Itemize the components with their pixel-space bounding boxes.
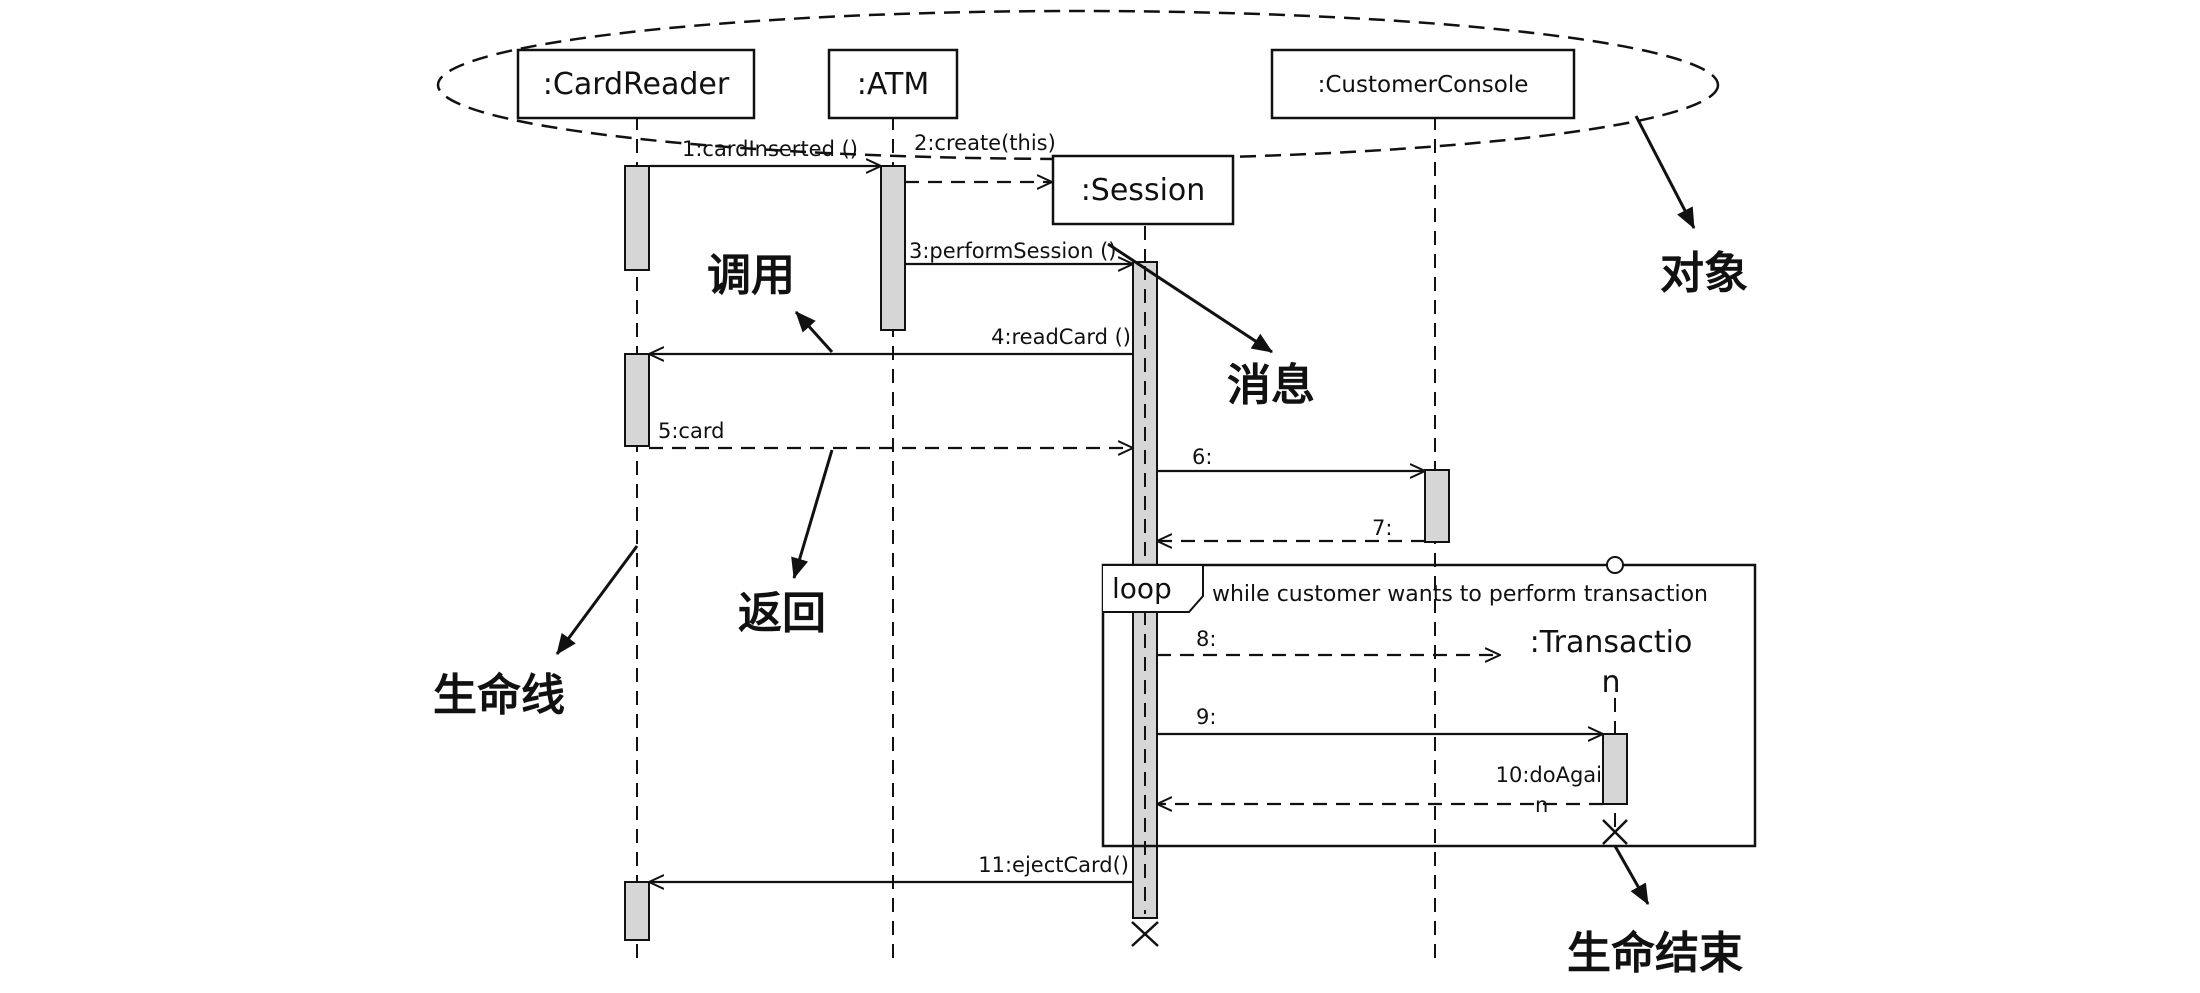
message-10-label-line2: n (1535, 793, 1548, 817)
message-3-label: 3:performSession () (909, 239, 1116, 263)
messages (649, 166, 1603, 882)
object-label-customerconsole: :CustomerConsole (1318, 72, 1529, 98)
message-1-label: 1:cardInserted () (682, 137, 858, 161)
annotation-message: 消息 (1227, 360, 1315, 411)
object-label-transaction-line2: n (1601, 665, 1620, 700)
arrow-to-return-annotation (791, 449, 834, 580)
destroy-mark-transaction (1602, 819, 1628, 845)
message-9-label: 9: (1196, 705, 1216, 729)
activation-cardreader-1 (624, 165, 650, 271)
fragment-gate-circle (1606, 556, 1624, 574)
annotation-end-of-life: 生命结束 (1567, 928, 1743, 979)
message-5-label: 5:card (658, 419, 724, 443)
arrow-to-lifeline-annotation (555, 545, 639, 655)
object-label-transaction-line1: :Transactio (1530, 625, 1693, 660)
object-label-session: :Session (1081, 173, 1206, 208)
lifelines (636, 116, 1616, 960)
arrow-to-call-annotation (794, 310, 834, 354)
loop-keyword: loop (1112, 572, 1172, 605)
arrow-to-end-annotation (1613, 845, 1650, 905)
activation-atm (880, 165, 906, 331)
annotation-lifeline: 生命线 (433, 670, 565, 721)
message-7-label: 7: (1372, 516, 1392, 540)
activation-customerconsole (1424, 469, 1450, 543)
annotation-call: 调用 (707, 250, 795, 301)
loop-fragment: loop while customer wants to perform tra… (1101, 556, 1757, 848)
activation-cardreader-2 (624, 353, 650, 447)
message-2-label: 2:create(this) (914, 131, 1056, 155)
message-8-label: 8: (1196, 627, 1216, 651)
arrow-to-object-annotation (1634, 115, 1696, 229)
loop-guard: while customer wants to perform transact… (1212, 582, 1708, 607)
annotation-object: 对象 (1660, 248, 1748, 299)
object-atm: :ATM (827, 48, 959, 120)
annotation-arrows (555, 115, 1696, 905)
object-session: :Session (1051, 154, 1235, 226)
destroy-mark-session (1131, 921, 1159, 947)
object-label-cardreader: :CardReader (543, 67, 730, 102)
message-6-label: 6: (1192, 445, 1212, 469)
message-4-label: 4:readCard () (991, 325, 1131, 349)
activation-transaction (1602, 733, 1628, 805)
message-10-label-line1: 10:doAgai (1496, 763, 1602, 787)
object-customerconsole: :CustomerConsole (1270, 48, 1576, 120)
activation-cardreader-3 (624, 881, 650, 941)
annotation-return: 返回 (738, 588, 826, 639)
object-cardreader: :CardReader (516, 48, 756, 120)
arrow-to-message-annotation (1107, 242, 1273, 354)
object-label-atm: :ATM (857, 67, 930, 102)
object-transaction: :Transactio n (1530, 625, 1693, 700)
message-11-label: 11:ejectCard() (978, 853, 1129, 877)
